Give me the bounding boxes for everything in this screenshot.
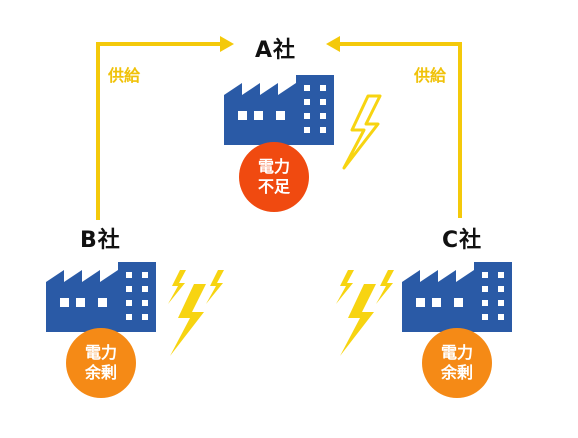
- status-badge-b: 電力 余剰: [66, 328, 136, 398]
- supply-label-left: 供給: [108, 66, 141, 85]
- arrow-c-to-a: [326, 36, 462, 218]
- status-badge-line2: 余剰: [440, 363, 473, 382]
- status-badge-line1: 電力: [84, 343, 117, 362]
- lightning-small-icon: [206, 270, 224, 304]
- lightning-small-icon: [376, 270, 394, 304]
- status-badge-line1: 電力: [257, 157, 290, 176]
- supply-label-right: 供給: [414, 66, 447, 85]
- company-a-label: A社: [255, 38, 297, 63]
- lightning-small-icon: [168, 270, 186, 304]
- arrow-b-to-a: [96, 36, 234, 220]
- status-badge-c: 電力 余剰: [422, 328, 492, 398]
- status-badge-line2: 不足: [257, 177, 290, 196]
- status-badge-a: 電力 不足: [239, 142, 309, 212]
- status-badge-line2: 余剰: [84, 363, 117, 382]
- lightning-icon: [340, 284, 376, 356]
- factory-a-icon: [224, 75, 334, 145]
- status-badge-line1: 電力: [440, 343, 473, 362]
- factory-c-icon: [402, 262, 512, 332]
- factory-b-icon: [46, 262, 156, 332]
- lightning-small-icon: [336, 270, 354, 304]
- company-b-label: B社: [80, 228, 121, 253]
- company-c-label: C社: [442, 228, 483, 253]
- lightning-outline-icon: [342, 94, 382, 170]
